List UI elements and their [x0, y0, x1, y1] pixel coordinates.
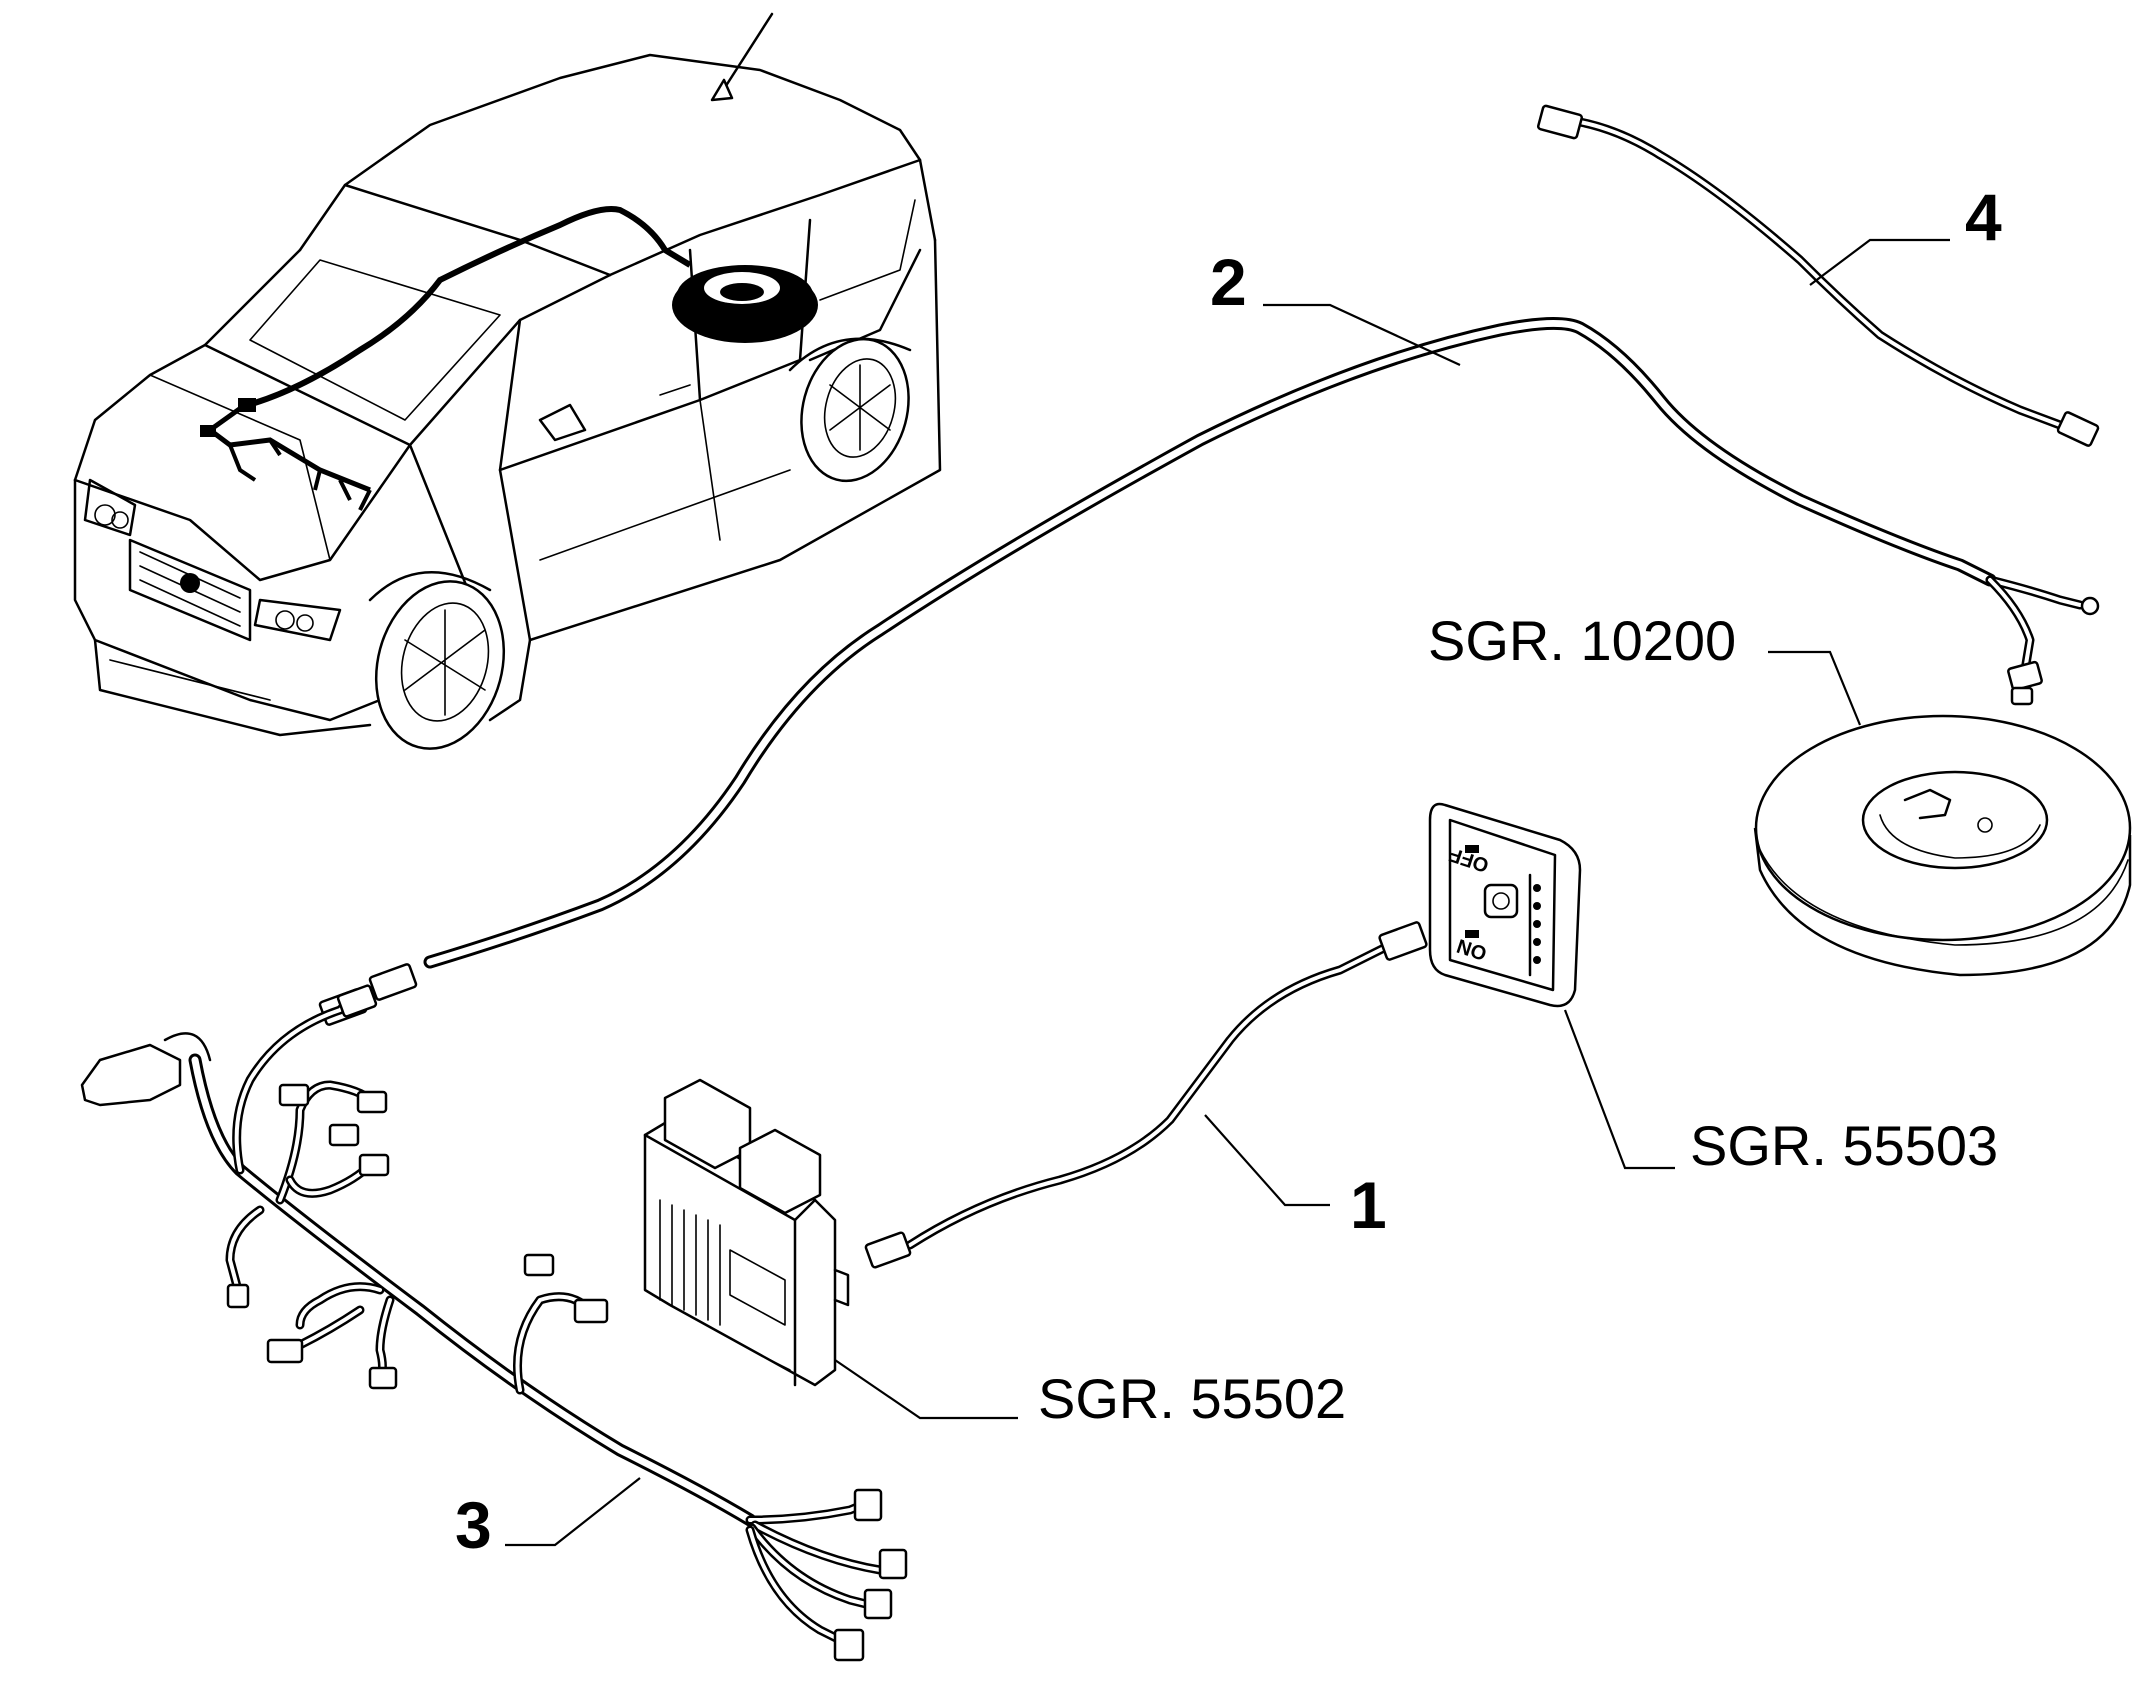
car-illustration [73, 12, 942, 750]
callout-ref-switch: SGR. 55503 [1690, 1114, 1998, 1177]
callout-part-2: 2 [1210, 245, 1247, 319]
lpg-toroidal-tank [1753, 714, 2132, 977]
callout-part-1: 1 [1350, 1168, 1387, 1242]
lpg-switch-panel: OFF ON [1428, 802, 1582, 1008]
cable-1 [864, 921, 1428, 1269]
ecu-module [643, 1078, 850, 1387]
callout-labels: 2 4 SGR. 10200 1 SGR. 55503 SGR. 55502 3 [455, 180, 2002, 1562]
cable-3-engine-harness [80, 984, 908, 1662]
callout-part-3: 3 [455, 1488, 492, 1562]
cable-4 [1536, 104, 2100, 447]
callout-part-4: 4 [1965, 180, 2002, 254]
leader-lines [505, 238, 1950, 1547]
callout-ref-ecu: SGR. 55502 [1038, 1367, 1346, 1430]
callout-ref-tank: SGR. 10200 [1428, 609, 1736, 672]
cable-2-harness [318, 317, 2100, 1026]
